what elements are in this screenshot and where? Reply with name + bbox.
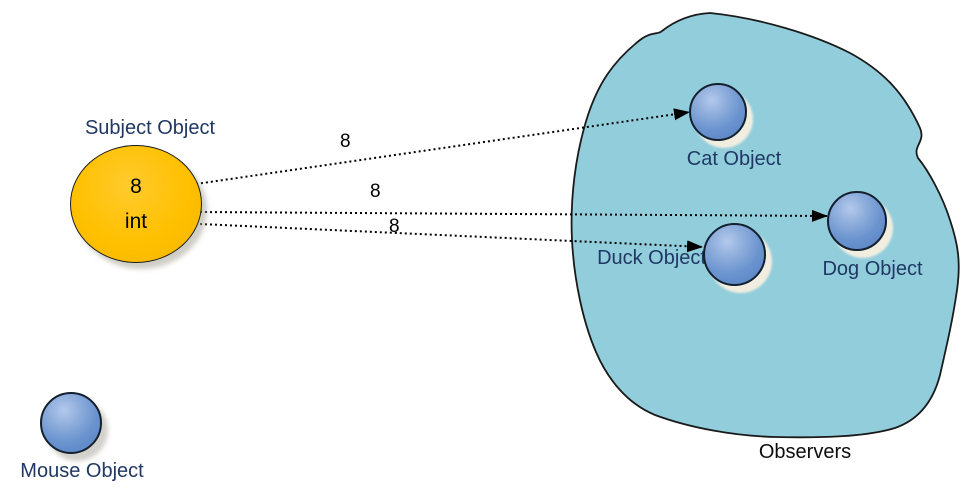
duck-object-circle (703, 223, 766, 286)
subject-type: int (124, 209, 148, 233)
arrow-value-label-duck: 8 (389, 216, 400, 237)
observers-region-blob (570, 12, 960, 439)
duck-object-label: Duck Object (597, 247, 706, 269)
observers-region-caption: Observers (758, 441, 852, 463)
arrow-value-label-cat: 8 (340, 131, 351, 152)
dog-object-label: Dog Object (822, 258, 923, 280)
subject-value: 8 (130, 174, 142, 198)
mouse-object-circle (40, 392, 102, 454)
mouse-object-label: Mouse Object (20, 460, 144, 482)
arrow-value-label-dog: 8 (370, 181, 381, 202)
subject-circle: 8 int (70, 145, 202, 263)
subject-label: Subject Object (84, 117, 216, 139)
notify-arrow-to-cat (195, 108, 691, 185)
notify-arrow-to-duck (199, 223, 704, 253)
dog-object-circle (827, 191, 887, 251)
cat-object-circle (689, 83, 747, 141)
cat-object-label: Cat Object (686, 148, 782, 170)
